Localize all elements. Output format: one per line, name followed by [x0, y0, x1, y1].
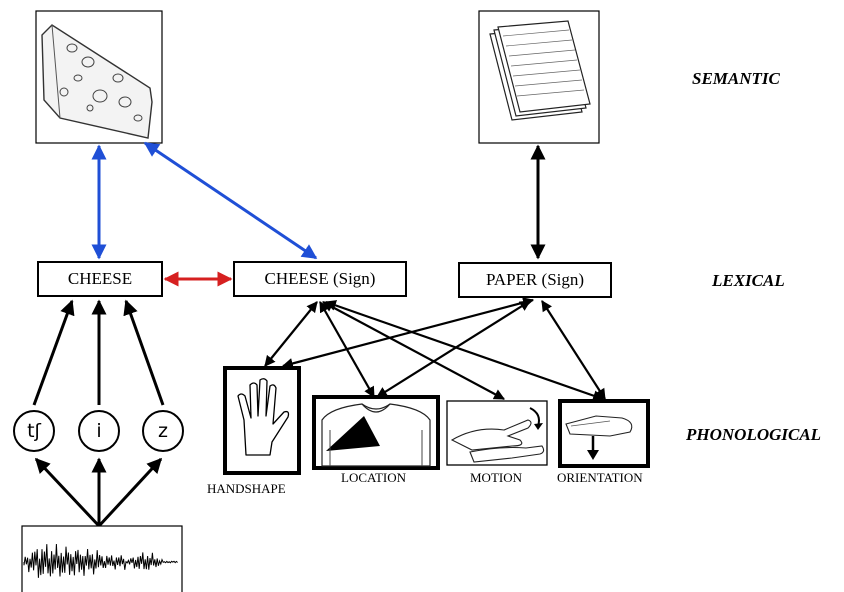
phoneme-i: i — [78, 410, 120, 452]
paper-picture — [478, 10, 600, 144]
motion-picture — [446, 400, 548, 466]
links — [32, 141, 606, 528]
semantic-level-label: SEMANTIC — [692, 69, 780, 88]
cheese-sign-handshape-link — [264, 301, 318, 367]
lexical-level-label: LEXICAL — [712, 271, 785, 290]
waveform-z-link — [97, 457, 163, 528]
cheese-word-node: CHEESE — [37, 261, 163, 297]
handshape-label: HANDSHAPE — [207, 481, 286, 496]
waveform-ch-link — [34, 457, 101, 528]
paper-sign-orientation-link — [541, 300, 606, 400]
location-label: LOCATION — [341, 470, 406, 485]
cheese-sign-motion-link — [322, 301, 505, 400]
paper-sign-node: PAPER (Sign) — [458, 262, 612, 298]
handshape-picture — [223, 366, 301, 475]
location-picture — [312, 395, 440, 470]
phoneme-z: z — [142, 410, 184, 452]
phoneme-ch-link — [32, 299, 75, 406]
cheese-sign-node: CHEESE (Sign) — [233, 261, 407, 297]
phoneme-z-link — [123, 299, 165, 406]
paper-sign-handshape-link — [281, 297, 535, 369]
waveform-picture — [21, 525, 183, 592]
orientation-label: ORIENTATION — [557, 470, 643, 485]
motion-label: MOTION — [470, 470, 522, 485]
phonological-level-label: PHONOLOGICAL — [686, 425, 822, 444]
cheese-sign-semantic-link — [143, 141, 318, 260]
phoneme-ch: tʃ — [13, 410, 55, 452]
cheese-picture — [35, 10, 163, 144]
paper-sign-location-link — [376, 300, 531, 398]
orientation-picture — [558, 399, 650, 468]
